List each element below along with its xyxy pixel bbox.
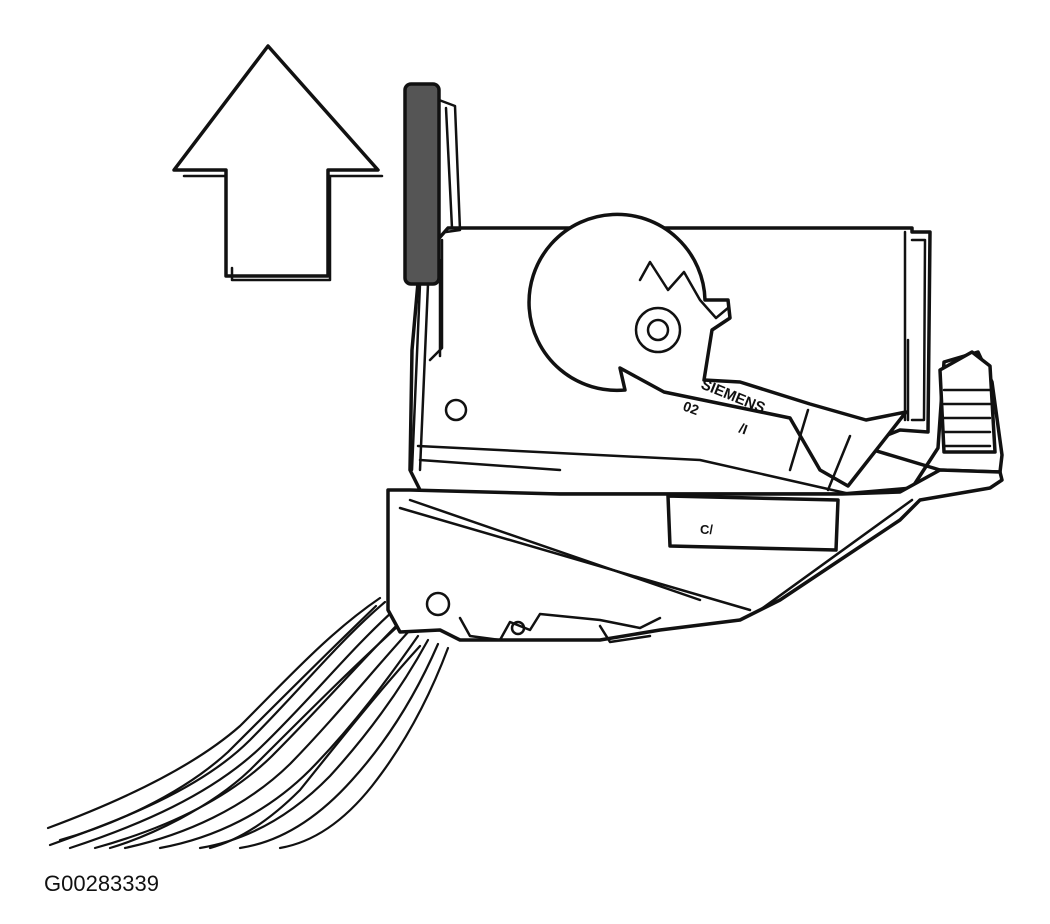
up-arrow bbox=[172, 44, 384, 282]
base-plate bbox=[386, 468, 1004, 644]
label-tab: C/ bbox=[666, 494, 840, 552]
figure-id-label: G00283339 bbox=[44, 871, 159, 896]
wire-harness bbox=[46, 596, 450, 850]
code-left-marking: 02 bbox=[681, 398, 701, 418]
tab-marking: C/ bbox=[700, 522, 713, 537]
cam-disc bbox=[527, 212, 908, 492]
lever-tab bbox=[403, 82, 462, 472]
